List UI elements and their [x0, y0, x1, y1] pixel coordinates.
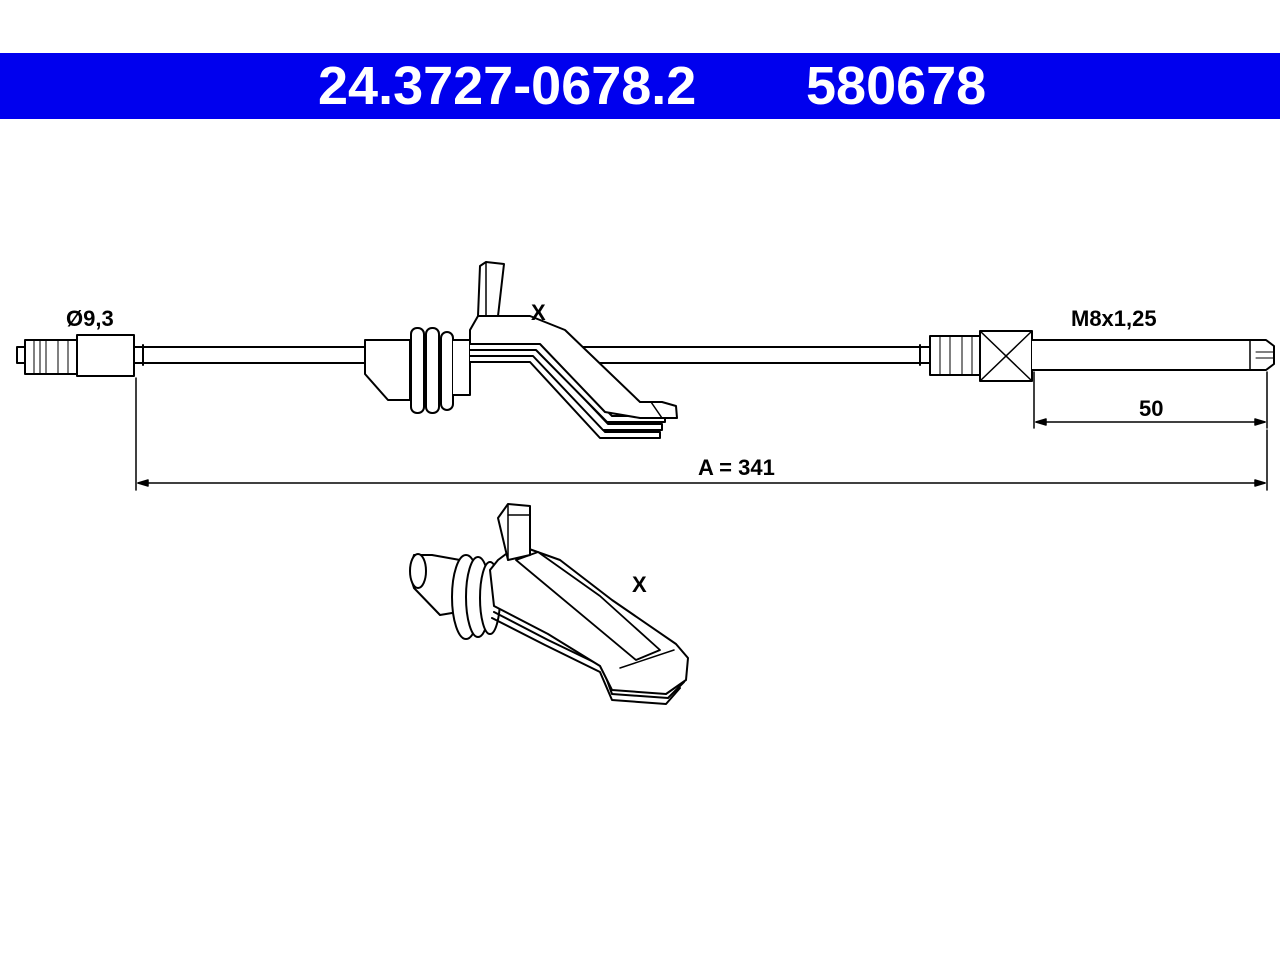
detail-marker-top: X [531, 300, 546, 325]
cable-right [559, 344, 931, 366]
dimension-total-length [135, 377, 1268, 491]
total-length-label: A = 341 [698, 455, 775, 480]
dimension-thread-length [1033, 371, 1268, 429]
detail-marker-bottom: X [632, 572, 647, 597]
thread-length-label: 50 [1139, 396, 1163, 421]
title-banner: 24.3727-0678.2 580678 [0, 53, 1280, 119]
cable-left [142, 346, 366, 364]
left-end-fitting [16, 334, 144, 377]
thread-label: M8x1,25 [1071, 306, 1157, 331]
diameter-label: Ø9,3 [66, 306, 114, 331]
right-end-fitting [929, 330, 1275, 382]
reference-number: 580678 [806, 56, 987, 116]
bracket-assembly [364, 261, 678, 439]
part-number: 24.3727-0678.2 [318, 56, 697, 116]
detail-view-bracket [409, 503, 689, 705]
